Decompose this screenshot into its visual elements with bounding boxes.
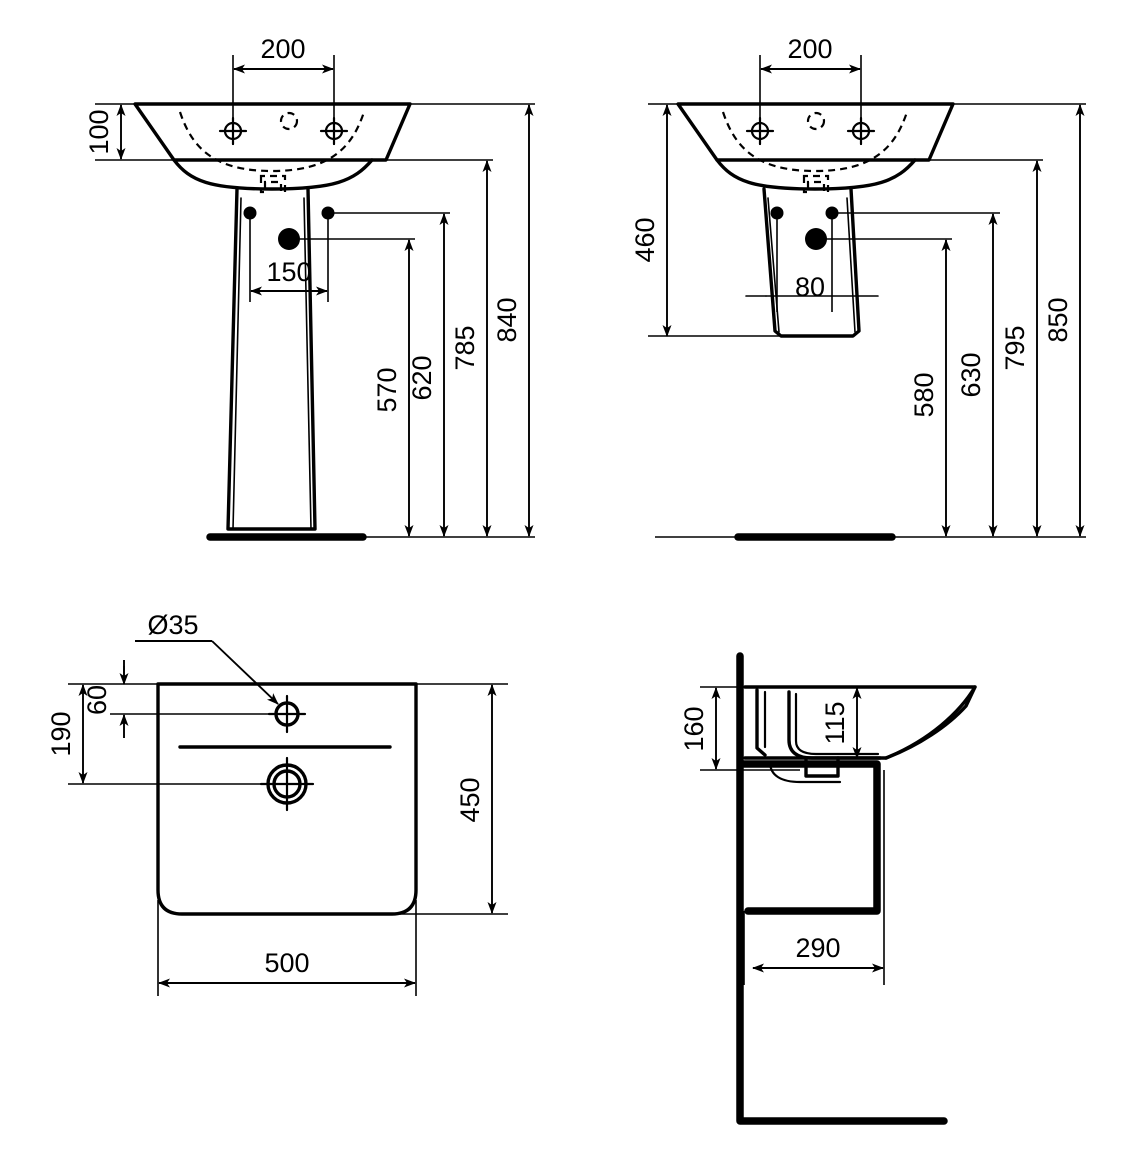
dimension-label-200-semi: 200 [787, 34, 832, 64]
dimension-label-795: 795 [1000, 325, 1030, 370]
basin-underside-outline [172, 158, 374, 191]
dimension-label-dia35: Ø35 [147, 610, 198, 640]
basin-underside-outline [715, 158, 917, 191]
waste-fitting-dashed [802, 174, 830, 194]
semi-pedestal-inner-edge-right [846, 197, 856, 333]
dimension-label-450: 450 [455, 777, 485, 822]
bowl-inner-dashed [178, 111, 366, 173]
dimension-label-785: 785 [450, 325, 480, 370]
bowl-inner-dashed [721, 111, 909, 173]
overflow-hole-dashed [806, 111, 826, 131]
view-front-full-pedestal: 200 [84, 34, 535, 541]
pedestal-outline [226, 187, 317, 531]
dimension-label-570: 570 [372, 367, 402, 412]
pedestal-inner-edge-left [232, 197, 242, 530]
view-plan: Ø35 60 190 450 500 [46, 610, 508, 996]
view-side-section: 160 115 290 [679, 652, 977, 1125]
dimension-label-630: 630 [956, 352, 986, 397]
basin-outer-profile [743, 685, 977, 760]
dimension-label-80: 80 [795, 272, 825, 302]
bowl-inner-profile [787, 690, 882, 760]
tap-hole-left [745, 116, 775, 146]
dimension-label-840: 840 [492, 297, 522, 342]
dimension-label-60: 60 [82, 685, 112, 715]
dimension-label-200-front: 200 [260, 34, 305, 64]
dimension-label-100: 100 [84, 109, 114, 154]
basin-plan-outline [156, 682, 418, 916]
dimension-label-290: 290 [795, 933, 840, 963]
dimension-label-160: 160 [679, 706, 709, 751]
bowl-back-wall [755, 688, 767, 757]
tap-hole-right [319, 116, 349, 146]
semi-pedestal-section-profile [740, 760, 881, 915]
semi-pedestal-outline [762, 187, 861, 338]
basin-rim-edge-profile [884, 685, 977, 760]
bowl-inner-profile-secondary [794, 692, 880, 756]
dimension-label-150: 150 [266, 257, 311, 287]
dimension-label-190: 190 [46, 711, 76, 756]
dimension-label-850: 850 [1043, 297, 1073, 342]
view-front-semi-pedestal: 200 [630, 34, 1086, 541]
overflow-hole-dashed [279, 111, 299, 131]
dimension-label-460: 460 [630, 217, 660, 262]
basin-rim-outline [133, 102, 412, 162]
tap-hole-left [218, 116, 248, 146]
dimension-label-115: 115 [820, 701, 850, 744]
leader-arrow-dia35 [211, 640, 279, 705]
waste-fitting-dashed [259, 174, 287, 194]
pedestal-inner-edge-right [303, 197, 312, 530]
wall-floor-line [736, 652, 948, 1125]
dimension-label-580: 580 [909, 372, 939, 417]
dimension-label-620: 620 [407, 355, 437, 400]
dimension-label-500: 500 [264, 948, 309, 978]
tap-hole-right [846, 116, 876, 146]
